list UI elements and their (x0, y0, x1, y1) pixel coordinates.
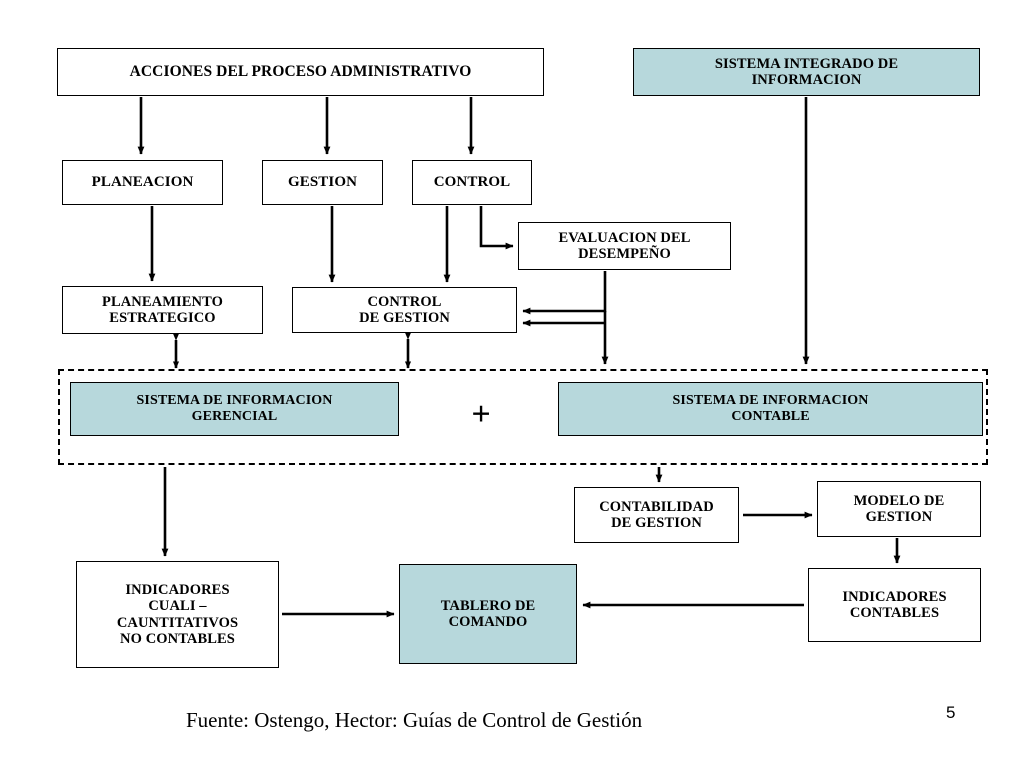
page-number: 5 (946, 703, 956, 722)
source-note: Fuente: Ostengo, Hector: Guías de Contro… (186, 708, 643, 732)
node-planeacion[interactable]: PLANEACION (62, 160, 223, 205)
node-control-de-gestion[interactable]: CONTROL DE GESTION (292, 287, 517, 333)
plus-operator: + (471, 396, 491, 433)
edge-evaluacion-controlgestion (522, 271, 607, 315)
node-gestion[interactable]: GESTION (262, 160, 383, 205)
node-control[interactable]: CONTROL (412, 160, 532, 205)
node-modelo-de-gestion[interactable]: MODELO DE GESTION (817, 481, 981, 537)
node-sistema-de-informacion-gerencial[interactable]: SISTEMA DE INFORMACION GERENCIAL (70, 382, 399, 436)
node-tablero-de-comando[interactable]: TABLERO DE COMANDO (399, 564, 577, 664)
systems-band-region (58, 369, 988, 465)
node-contabilidad-de-gestion[interactable]: CONTABILIDAD DE GESTION (574, 487, 739, 543)
node-planeamiento-estrategico[interactable]: PLANEAMIENTO ESTRATEGICO (62, 286, 263, 334)
edge-control-evaluacion (479, 206, 514, 250)
node-evaluacion-del-desempeno[interactable]: EVALUACION DEL DESEMPEÑO (518, 222, 731, 270)
node-indicadores-cuali-cuantitativos-no-contables[interactable]: INDICADORES CUALI – CAUNTITATIVOS NO CON… (76, 561, 279, 668)
node-sistema-integrado-de-informacion[interactable]: SISTEMA INTEGRADO DE INFORMACION (633, 48, 980, 96)
node-sistema-de-informacion-contable[interactable]: SISTEMA DE INFORMACION CONTABLE (558, 382, 983, 436)
node-indicadores-contables[interactable]: INDICADORES CONTABLES (808, 568, 981, 642)
node-acciones-del-proceso-administrativo[interactable]: ACCIONES DEL PROCESO ADMINISTRATIVO (57, 48, 544, 96)
